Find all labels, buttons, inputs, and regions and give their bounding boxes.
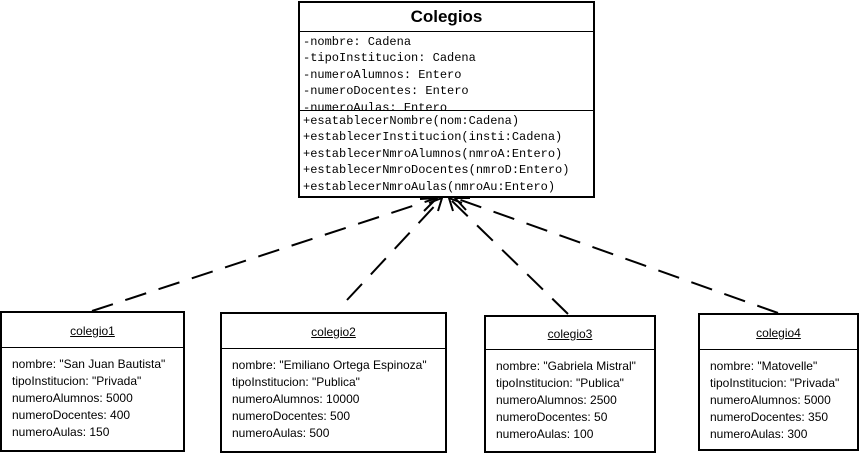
operation: +establecerNmroAulas(nmroAu:Entero) — [303, 179, 556, 194]
object-title: colegio3 — [486, 317, 654, 350]
link-colegio4 — [452, 197, 779, 314]
object-field: tipoInstitucion: "Privada" — [710, 376, 840, 390]
object-colegio3: colegio3 nombre: "Gabriela Mistral" tipo… — [484, 315, 656, 453]
link-colegio2 — [346, 196, 444, 301]
class-title: Colegios — [300, 3, 593, 32]
object-colegio4: colegio4 nombre: "Matovelle" tipoInstitu… — [698, 313, 859, 451]
object-fields: nombre: "Emiliano Ortega Espinoza" tipoI… — [222, 349, 445, 442]
object-field: numeroAlumnos: 10000 — [232, 392, 360, 406]
object-colegio1: colegio1 nombre: "San Juan Bautista" tip… — [0, 311, 185, 452]
operation: +establecerNmroAlumnos(nmroA:Entero) — [303, 146, 563, 161]
object-field: numeroAulas: 300 — [710, 427, 808, 441]
operation: +esatablecerNombre(nom:Cadena) — [303, 114, 520, 128]
object-colegio2: colegio2 nombre: "Emiliano Ortega Espino… — [220, 312, 447, 453]
class-colegios: Colegios -nombre: Cadena -tipoInstitucio… — [298, 1, 595, 198]
object-field: tipoInstitucion: "Publica" — [232, 375, 360, 389]
attribute: -numeroDocentes: Entero — [303, 84, 469, 99]
object-title: colegio1 — [2, 313, 183, 348]
object-fields: nombre: "San Juan Bautista" tipoInstituc… — [2, 348, 183, 441]
attribute: -tipoInstitucion: Cadena — [303, 51, 476, 66]
object-field: numeroAulas: 100 — [496, 427, 594, 441]
object-fields: nombre: "Gabriela Mistral" tipoInstituci… — [486, 350, 654, 443]
object-field: tipoInstitucion: "Privada" — [12, 374, 142, 388]
object-field: nombre: "San Juan Bautista" — [12, 357, 166, 371]
attribute: -nombre: Cadena — [303, 35, 412, 49]
class-attributes: -nombre: Cadena -tipoInstitucion: Cadena… — [300, 32, 593, 115]
object-field: numeroAlumnos: 5000 — [710, 393, 831, 407]
object-field: nombre: "Matovelle" — [710, 359, 818, 373]
object-field: numeroAulas: 150 — [12, 425, 110, 439]
link-colegio3 — [447, 196, 569, 315]
class-operations: +esatablecerNombre(nom:Cadena) +establec… — [300, 111, 593, 195]
attribute: -numeroAlumnos: Entero — [303, 67, 462, 82]
object-field: numeroDocentes: 350 — [710, 410, 829, 424]
object-field: numeroAlumnos: 2500 — [496, 393, 617, 407]
object-field: tipoInstitucion: "Publica" — [496, 376, 624, 390]
object-field: numeroDocentes: 500 — [232, 409, 351, 423]
object-field: nombre: "Gabriela Mistral" — [496, 359, 636, 373]
object-title: colegio2 — [222, 314, 445, 349]
object-field: numeroAulas: 500 — [232, 426, 330, 440]
object-field: numeroDocentes: 400 — [12, 408, 131, 422]
object-title: colegio4 — [700, 315, 857, 350]
object-field: nombre: "Emiliano Ortega Espinoza" — [232, 358, 427, 372]
attribute: -numeroAulas: Entero — [303, 100, 448, 115]
link-colegio1 — [91, 196, 440, 312]
object-field: numeroAlumnos: 5000 — [12, 391, 133, 405]
operation: +establecerNmroDocentes(nmroD:Entero) — [303, 163, 570, 178]
object-field: numeroDocentes: 50 — [496, 410, 608, 424]
object-fields: nombre: "Matovelle" tipoInstitucion: "Pr… — [700, 350, 857, 443]
operation: +establecerInstitucion(insti:Cadena) — [303, 130, 563, 145]
